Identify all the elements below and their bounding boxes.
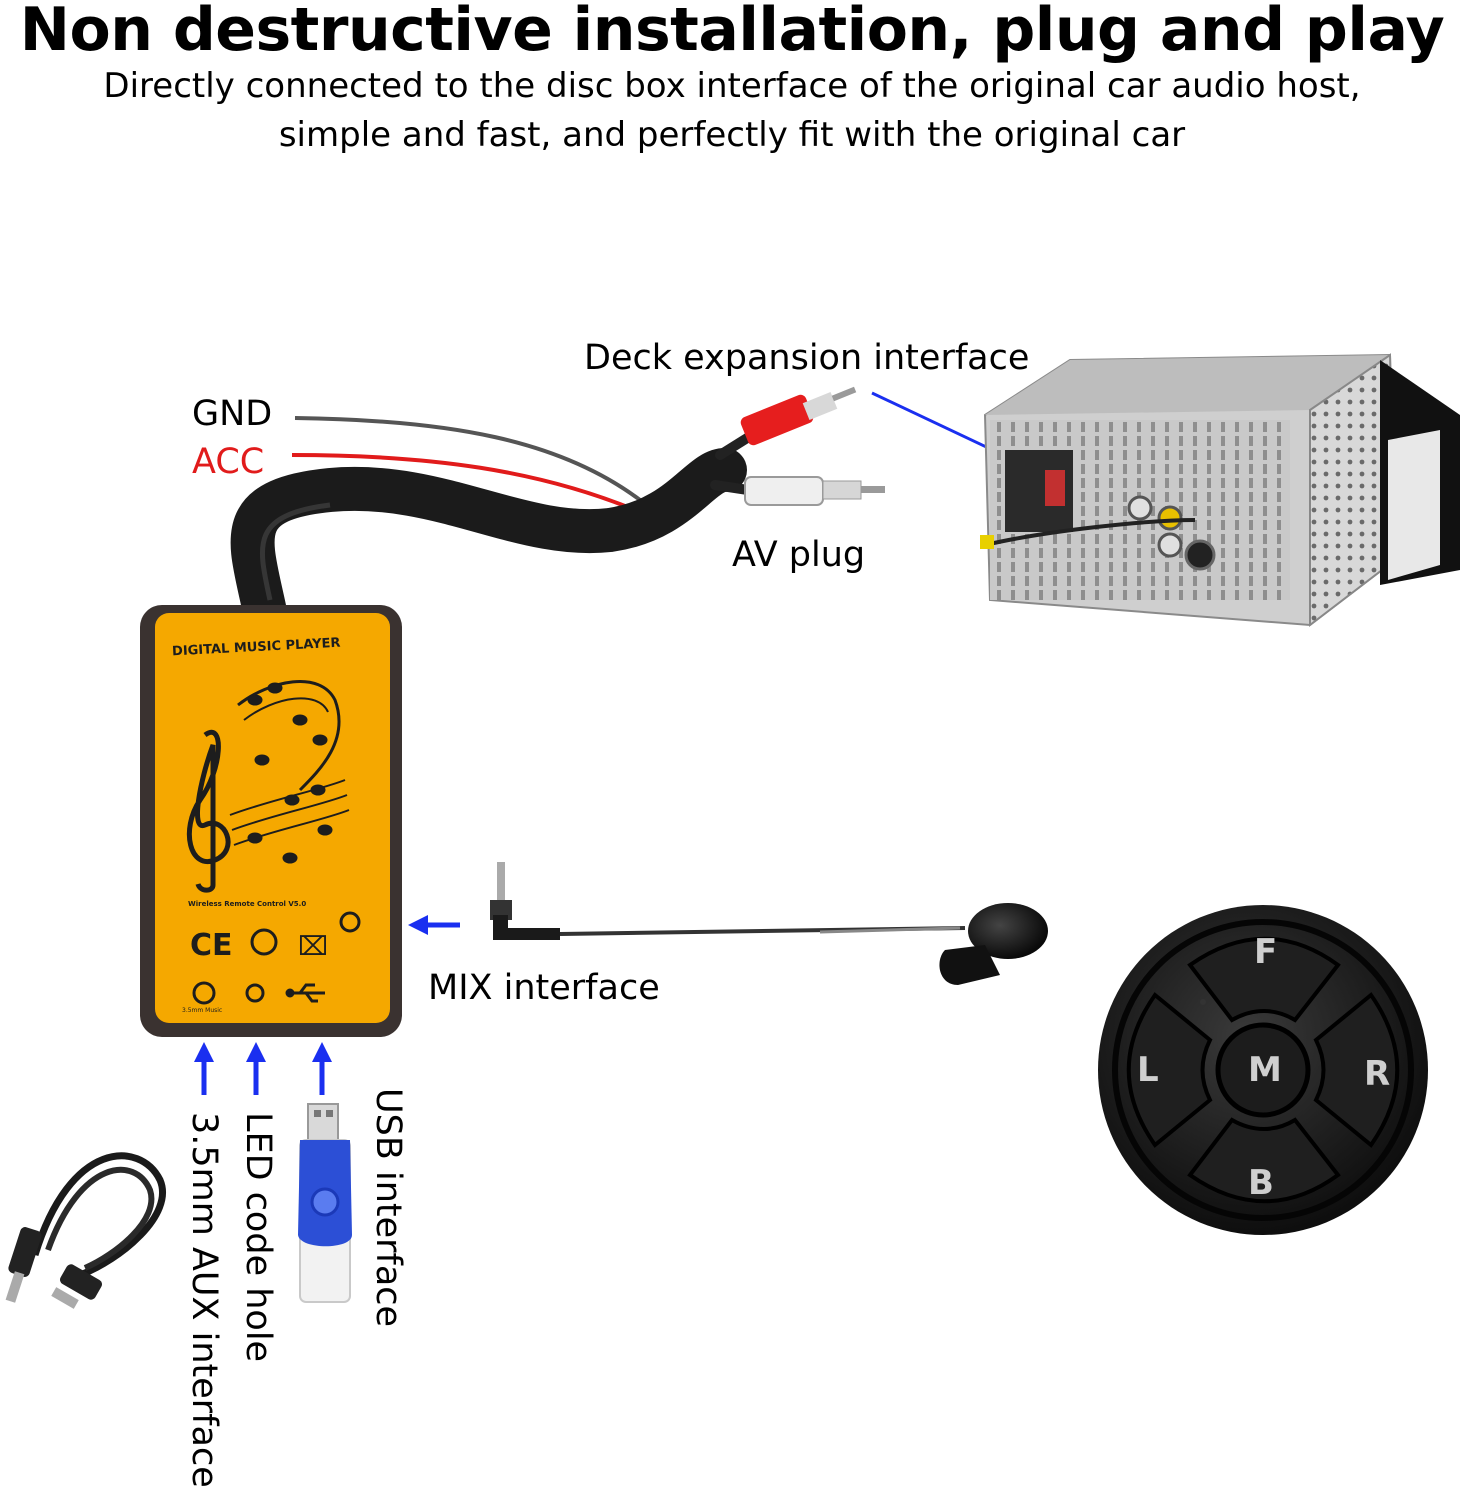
weee-icon: ⌧ [298, 932, 328, 962]
remote-f-button: F [1254, 932, 1278, 972]
led-hole-icon [245, 983, 265, 1003]
device-port-caption: 3.5mm Music [182, 1007, 223, 1014]
remote-b-button: B [1248, 1163, 1274, 1203]
subtitle-line-1: Directly connected to the disc box inter… [103, 66, 1361, 106]
remote-m-button: M [1248, 1050, 1282, 1090]
aux-cable [5, 1152, 166, 1309]
rca-white-plug [710, 476, 885, 506]
mix-interface-label: MIX interface [428, 968, 660, 1008]
mic-port-icon [339, 911, 361, 933]
main-cable [230, 448, 747, 634]
acc-wire [291, 453, 641, 514]
usb-interface-label: USB interface [368, 1088, 408, 1328]
remote-r-button: R [1364, 1054, 1391, 1094]
led-code-hole-label: LED code hole [238, 1112, 278, 1363]
av-plug-label: AV plug [732, 535, 866, 575]
page-title: Non destructive installation, plug and p… [19, 0, 1445, 65]
car-stereo [980, 353, 1460, 628]
usb-flash-drive [298, 1103, 352, 1303]
aux-port-icon [192, 981, 216, 1005]
gnd-wire [294, 416, 642, 502]
ce-mark: CE [190, 928, 233, 963]
rca-red-plug [715, 386, 857, 460]
usb-symbol-icon [285, 983, 325, 1003]
subtitle-line-2: simple and fast, and perfectly fit with … [278, 115, 1186, 155]
acc-label: ACC [192, 442, 265, 482]
device-model-text: Wireless Remote Control V5.0 [188, 900, 307, 908]
remote-l-button: L [1137, 1050, 1159, 1090]
microphone [490, 862, 1048, 985]
music-player-device: CE ⌧ [140, 605, 402, 1037]
music-notes-artwork [186, 680, 350, 893]
wireless-remote [1098, 905, 1428, 1235]
deck-expansion-label: Deck expansion interface [584, 338, 1030, 378]
aux-interface-label: 3.5mm AUX interface [184, 1112, 224, 1488]
gnd-label: GND [192, 394, 273, 434]
recycle-icon [250, 928, 278, 956]
